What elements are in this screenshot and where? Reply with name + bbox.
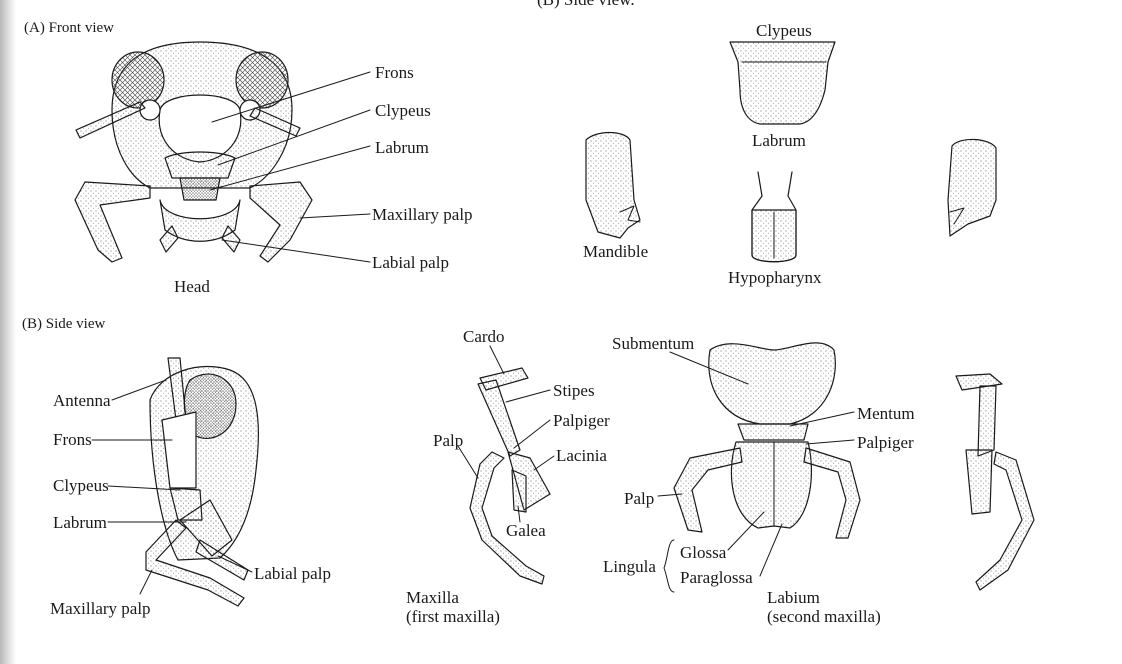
label-maxilla-stipes: Stipes [553, 381, 595, 400]
mandible-left-drawing [585, 131, 641, 239]
labium-glossa-paraglossa [730, 441, 813, 529]
label-labium-submentum: Submentum [612, 334, 695, 353]
antenna-socket-left [139, 99, 161, 121]
compound-eye-right [235, 51, 289, 109]
label-maxilla-palpiger: Palpiger [553, 411, 610, 430]
side-maxillary-palp [145, 519, 245, 607]
caption-maxilla-line2: (first maxilla) [406, 607, 500, 626]
label-a-clypeus: Clypeus [375, 101, 431, 120]
lingula-bracket [663, 539, 675, 593]
labium-mentum [737, 423, 809, 441]
label-labium-mentum: Mentum [857, 404, 915, 423]
labium-leader-lines [657, 351, 855, 577]
frons-region [158, 94, 242, 163]
label-labium-palp: Palp [624, 489, 655, 508]
label-mandible: Mandible [583, 242, 649, 261]
label-lingula: Lingula [603, 557, 656, 576]
labium-submentum [708, 342, 836, 425]
label-b-antenna: Antenna [53, 391, 111, 410]
mouthparts-cluster [159, 199, 241, 242]
label-labium-glossa: Glossa [680, 543, 727, 562]
antenna-left [75, 101, 146, 139]
maxilla-drawing [469, 367, 551, 585]
mandible-right-drawing [947, 138, 997, 237]
page-gutter-shadow [0, 0, 16, 664]
label-a-labial-palp: Labial palp [372, 253, 449, 272]
caption-head: Head [174, 277, 210, 296]
caption-labium-line2: (second maxilla) [767, 607, 881, 626]
label-b-clypeus: Clypeus [53, 476, 109, 495]
clypeus-region [164, 151, 236, 179]
hypopharynx-drawing [751, 171, 797, 263]
label-maxilla-galea: Galea [506, 521, 546, 540]
clypeus-labrum-drawing [729, 41, 836, 125]
label-labium-paraglossa: Paraglossa [680, 568, 753, 587]
side-frons [161, 411, 197, 489]
labial-palp-right [221, 225, 241, 253]
antenna-right [249, 107, 301, 137]
maxilla-palp [469, 451, 545, 585]
caption-maxilla-line1: Maxilla [406, 588, 459, 607]
label-top-labrum: Labrum [752, 131, 806, 150]
maxillary-palp-left [74, 181, 151, 263]
label-b-labrum: Labrum [53, 513, 107, 532]
labrum-region [179, 177, 221, 201]
labium-drawing [673, 342, 861, 539]
label-a-frons: Frons [375, 63, 414, 82]
panel-a-title: (A) Front view [24, 20, 114, 36]
side-labial-palp [195, 539, 249, 581]
label-b-frons: Frons [53, 430, 92, 449]
panel-b-title: (B) Side view [22, 316, 106, 332]
label-top-clypeus: Clypeus [756, 21, 812, 40]
maxilla-stipes [477, 379, 521, 457]
labium-palp-right [803, 447, 861, 539]
maxilla-leader-lines [457, 345, 555, 523]
labium-palp-left [673, 447, 743, 533]
maxillary-palp-right [249, 181, 313, 263]
side-view-head-drawing [145, 357, 259, 607]
label-b-labial-palp: Labial palp [254, 564, 331, 583]
side-view-leader-lines [91, 379, 253, 595]
caption-labium-line1: Labium [767, 588, 820, 607]
front-view-leader-lines [209, 71, 371, 263]
label-maxilla-palp: Palp [433, 431, 464, 450]
label-hypopharynx: Hypopharynx [728, 268, 822, 287]
label-maxilla-lacinia: Lacinia [556, 446, 607, 465]
labial-palp-left [159, 225, 179, 253]
compound-eye-left [111, 51, 165, 109]
maxilla-galea [511, 469, 527, 513]
front-view-head-drawing [74, 41, 313, 263]
label-labium-palpiger: Palpiger [857, 433, 914, 452]
label-b-maxillary-palp: Maxillary palp [50, 599, 151, 618]
maxilla-lateral-drawing [955, 373, 1035, 591]
header-fragment: (B) Side view. [537, 0, 635, 8]
label-maxilla-cardo: Cardo [463, 327, 505, 346]
label-a-maxillary-palp: Maxillary palp [372, 205, 473, 224]
label-a-labrum: Labrum [375, 138, 429, 157]
